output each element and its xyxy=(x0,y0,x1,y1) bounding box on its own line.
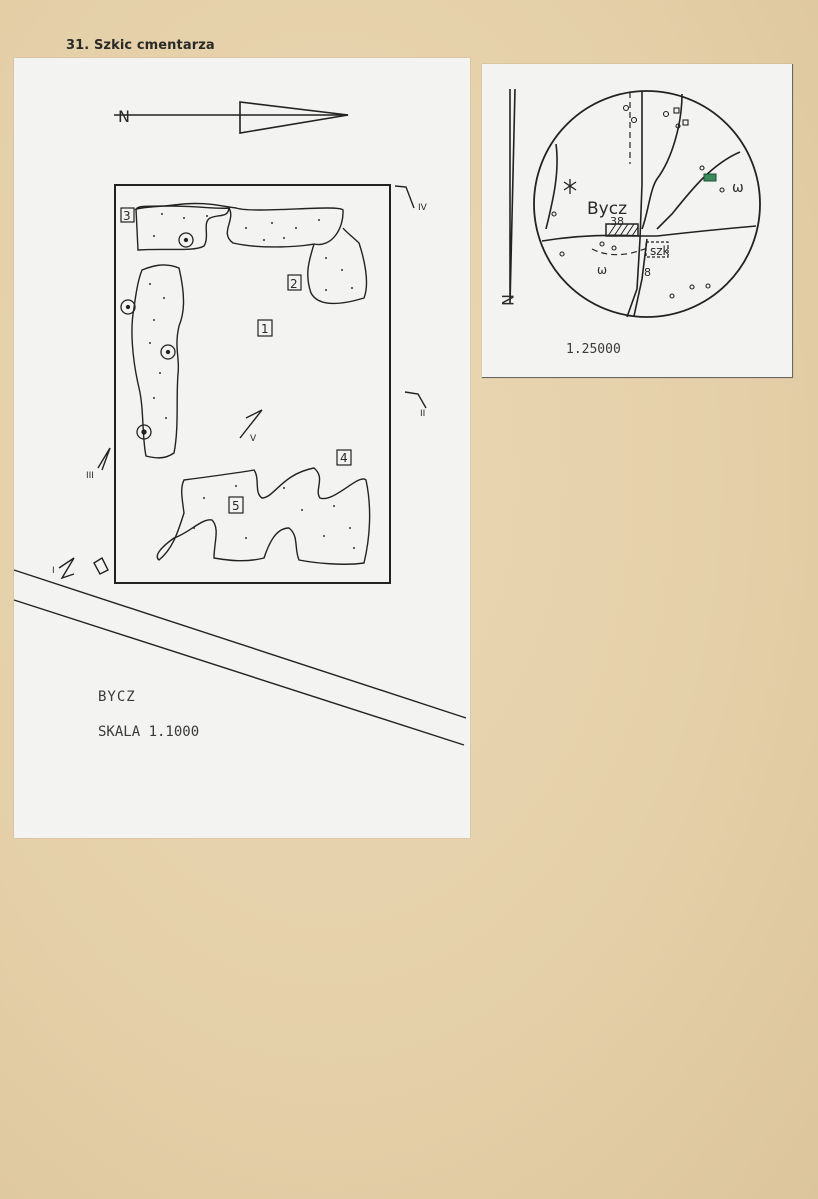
field-outline-2 xyxy=(307,227,368,305)
field-number-1: 1 xyxy=(261,322,269,336)
locator-boundary xyxy=(591,92,648,256)
symbol-omega-south: ω xyxy=(597,263,607,277)
locator-scale: 1.25000 xyxy=(566,342,621,357)
locator-circle xyxy=(533,90,761,318)
field-outline-left xyxy=(131,264,185,459)
church-hatching xyxy=(607,223,639,237)
field-outline-5 xyxy=(156,467,371,565)
cemetery-plan-sheet: N xyxy=(13,58,470,838)
field-number-2: 2 xyxy=(290,277,298,291)
field-number-3: 3 xyxy=(123,209,131,223)
locator-north-arrow xyxy=(509,88,516,305)
view-mark-iv: IV xyxy=(418,203,428,213)
locator-roads xyxy=(541,92,757,318)
cemetery-boundary xyxy=(114,184,391,584)
field-number-5: 5 xyxy=(232,499,240,513)
grave-markers xyxy=(120,232,194,440)
green-building-marker xyxy=(703,173,717,182)
field-number-4: 4 xyxy=(340,451,348,465)
symbol-omega-east: ω xyxy=(732,180,744,196)
cemetery-plan-drawing: N xyxy=(13,101,467,746)
locator-point-symbols xyxy=(551,104,725,299)
symbol-eight: 8 xyxy=(644,266,651,279)
locator-north-label: N xyxy=(498,294,517,306)
village-label: Bycz xyxy=(587,199,627,219)
place-name: BYCZ xyxy=(98,689,136,705)
north-arrow xyxy=(114,101,349,134)
view-mark-ii: II xyxy=(420,409,425,419)
view-mark-arrows xyxy=(58,185,427,580)
locator-map-sheet: N xyxy=(482,64,793,378)
page-heading: 31. Szkic cmentarza xyxy=(66,38,215,53)
field-number-boxes xyxy=(120,207,352,514)
north-label: N xyxy=(118,107,130,126)
road-lines xyxy=(13,569,467,746)
view-mark-v: V xyxy=(250,434,257,444)
view-mark-i: I xyxy=(52,566,55,576)
plan-scale: SKALA 1.1000 xyxy=(98,724,200,740)
school-label: szk xyxy=(650,244,670,258)
locator-map-drawing: N xyxy=(498,88,761,318)
locator-tree-symbol xyxy=(563,179,577,194)
school-block xyxy=(645,241,669,258)
grave-dots xyxy=(149,213,355,549)
road-number: 38 xyxy=(610,215,624,228)
view-mark-iii: III xyxy=(86,471,94,481)
field-outline-3 xyxy=(134,202,344,248)
